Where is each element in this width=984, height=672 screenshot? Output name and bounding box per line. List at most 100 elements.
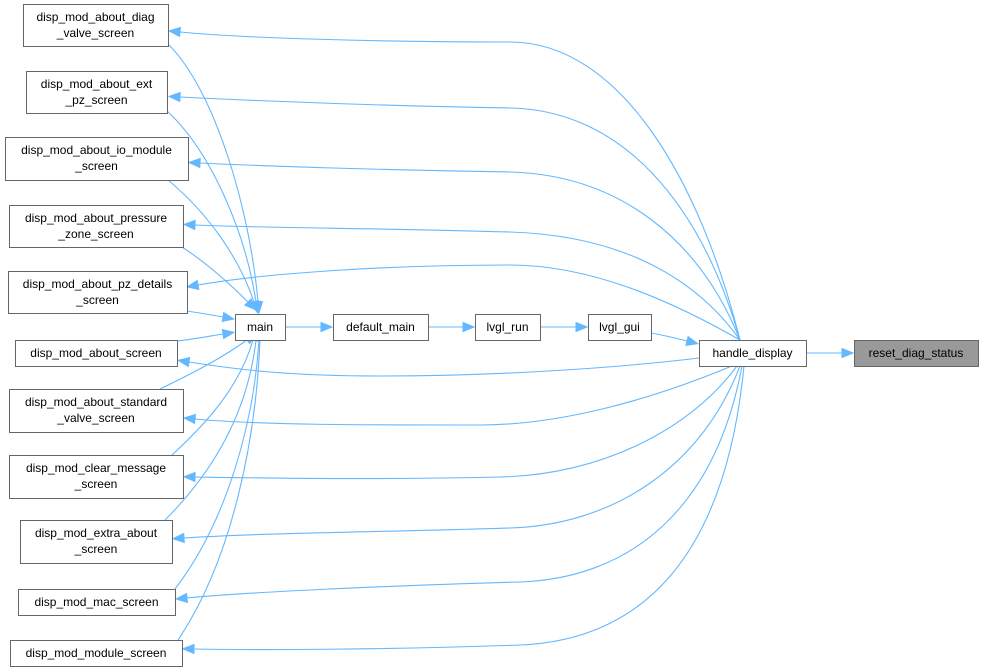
arrow-head-icon [685,335,699,346]
node-io_module[interactable]: disp_mod_about_io_module_screen [5,137,189,181]
node-label-line: _screen [74,477,118,491]
arrow-head-icon [841,347,855,359]
node-box [235,314,286,341]
node-label-line: disp_mod_about_pressure [25,211,167,225]
node-about_screen[interactable]: disp_mod_about_screen [15,340,178,367]
edge-handle_display-to-ext_pz [167,91,741,341]
node-box [18,589,176,616]
node-label: disp_mod_mac_screen [34,595,158,609]
node-box [333,314,429,341]
node-label-line: _valve_screen [56,26,134,40]
edge-line [186,365,743,599]
node-label-line: disp_mod_about_io_module [21,143,172,157]
node-box [20,520,173,564]
node-label: main [247,320,273,334]
node-box [475,314,541,341]
arrow-head-icon [182,219,196,231]
arrow-head-icon [320,321,334,333]
node-pz_details[interactable]: disp_mod_about_pz_details _screen [8,271,188,314]
arrow-head-icon [181,643,195,655]
arrow-head-icon [221,311,236,323]
edge-lvgl_run-to-lvgl_gui [540,321,589,333]
node-main[interactable]: main [235,314,286,341]
edge-handle_display-to-module_screen [181,365,745,655]
node-label-line: disp_mod_extra_about [35,526,158,540]
node-default_main[interactable]: default_main [333,314,429,341]
node-label-line: disp_mod_about_ext [41,77,153,91]
node-label: default_main [346,320,415,334]
edge-handle_display-to-mac_screen [174,365,743,604]
edge-handle_display-to-pz_details [185,264,741,341]
edge-line [174,339,260,590]
node-lvgl_gui[interactable]: lvgl_gui [588,314,652,341]
arrow-head-icon [462,321,476,333]
arrow-head-icon [167,91,181,103]
edge-line [167,179,255,303]
edge-handle_display-to-pressure_zone [182,219,741,341]
edge-line [194,365,738,480]
arrow-head-icon [167,26,182,38]
edge-line [188,357,700,377]
arrow-head-icon [187,157,201,169]
node-label-line: disp_mod_clear_message [26,461,166,475]
edge-line [197,264,741,341]
node-box [588,314,652,341]
node-label: reset_diag_status [869,346,964,360]
edge-line [171,339,254,456]
edge-line [194,224,741,341]
node-extra_about[interactable]: disp_mod_extra_about _screen [20,520,173,564]
edge-line [179,96,741,341]
node-lvgl_run[interactable]: lvgl_run [475,314,541,341]
node-label-line: _valve_screen [56,411,134,425]
edge-main-to-default_main [285,321,334,333]
edge-line [164,339,257,521]
node-box [10,640,183,667]
node-box [9,455,184,499]
node-pressure_zone[interactable]: disp_mod_about_pressure _zone_screen [9,205,184,248]
node-module_screen[interactable]: disp_mod_module_screen [10,640,183,667]
edge-line [186,310,224,318]
node-label: disp_mod_module_screen [26,646,167,660]
edge-line [193,365,745,651]
edge-pressure_zone-to-main [181,246,257,311]
edge-default_main-to-lvgl_run [428,321,476,333]
node-label-line: disp_mod_about_pz_details [23,277,172,291]
node-box [26,71,168,114]
node-clear_message[interactable]: disp_mod_clear_message _screen [9,455,184,499]
arrow-head-icon [243,297,257,311]
node-box [854,340,979,367]
edge-mac_screen-to-main [174,327,265,590]
node-label-line: _screen [74,542,118,556]
node-label: handle_display [712,346,792,360]
node-box [23,4,169,47]
node-label-line: _pz_screen [64,93,127,107]
node-label: lvgl_gui [599,320,640,334]
node-box [8,271,188,314]
node-reset_diag_status[interactable]: reset_diag_status [854,340,979,367]
edge-handle_display-to-io_module [187,157,741,341]
node-diag_valve[interactable]: disp_mod_about_diag_valve_screen [23,4,169,47]
edge-line [199,162,741,341]
node-label-line: _zone_screen [57,227,133,241]
edge-line [179,31,741,341]
edge-line [167,43,259,303]
edge-handle_display-to-diag_valve [167,26,741,341]
edge-handle_display-to-reset_diag_status [806,347,855,359]
edge-line [183,365,741,539]
edge-about_screen-to-main [176,328,236,342]
node-standard_valve[interactable]: disp_mod_about_standard _valve_screen [9,389,184,433]
node-handle_display[interactable]: handle_display [699,340,807,367]
arrow-head-icon [182,471,196,483]
node-mac_screen[interactable]: disp_mod_mac_screen [18,589,176,616]
arrow-head-icon [174,592,188,604]
arrow-head-icon [171,532,185,544]
node-label-line: _screen [75,293,119,307]
edge-pz_details-to-main [186,310,236,323]
edge-line [176,333,224,342]
node-ext_pz[interactable]: disp_mod_about_ext _pz_screen [26,71,168,114]
edge-line [181,246,249,303]
node-box [15,340,178,367]
edge-line [165,109,257,303]
node-label-line: disp_mod_about_standard [25,395,167,409]
